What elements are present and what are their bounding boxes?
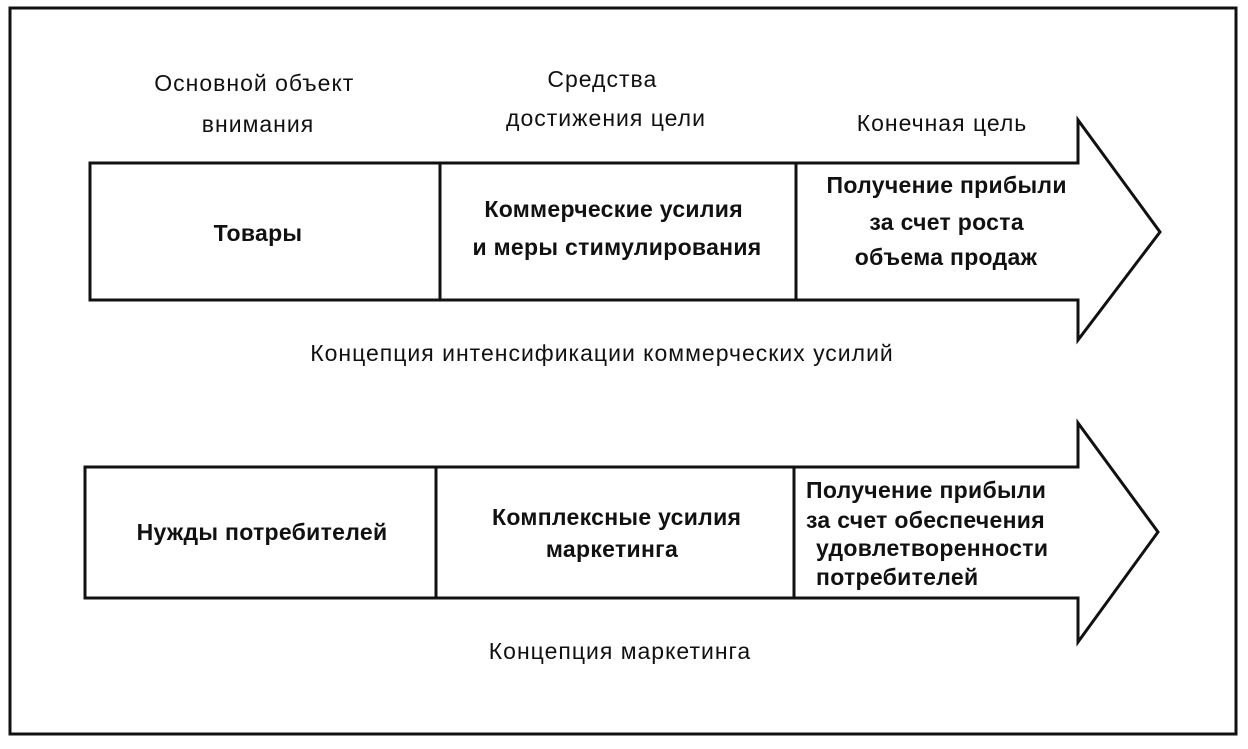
cell-profit-consumer-satisfaction: Получение прибыли за счет обеспечения уд… xyxy=(806,477,1055,590)
header-final-goal: Конечная цель xyxy=(857,110,1028,136)
cell-complex-marketing-efforts: Комплексные усилия маркетинга xyxy=(492,504,748,562)
outer-frame xyxy=(8,6,1238,736)
cell-commercial-efforts: Коммерческие усилия и меры стимулировани… xyxy=(472,196,761,260)
row-commercial-efforts-concept: Товары Коммерческие усилия и меры стимул… xyxy=(88,115,1162,366)
header-means: Средства достижения цели xyxy=(506,66,706,131)
arrow-shape-2 xyxy=(83,418,1160,647)
cell-profit-sales-growth: Получение прибыли за счет роста объема п… xyxy=(827,172,1074,270)
caption-commercial-efforts-concept: Концепция интенсификации коммерческих ус… xyxy=(310,340,894,366)
caption-marketing-concept: Концепция маркетинга xyxy=(489,638,751,664)
arrow-shape-1 xyxy=(88,115,1162,345)
cell-consumer-needs: Нужды потребителей xyxy=(137,519,388,545)
header-main-object: Основной объект внимания xyxy=(154,70,361,137)
cell-goods: Товары xyxy=(214,220,303,246)
row-marketing-concept: Нужды потребителей Комплексные усилия ма… xyxy=(83,418,1160,664)
